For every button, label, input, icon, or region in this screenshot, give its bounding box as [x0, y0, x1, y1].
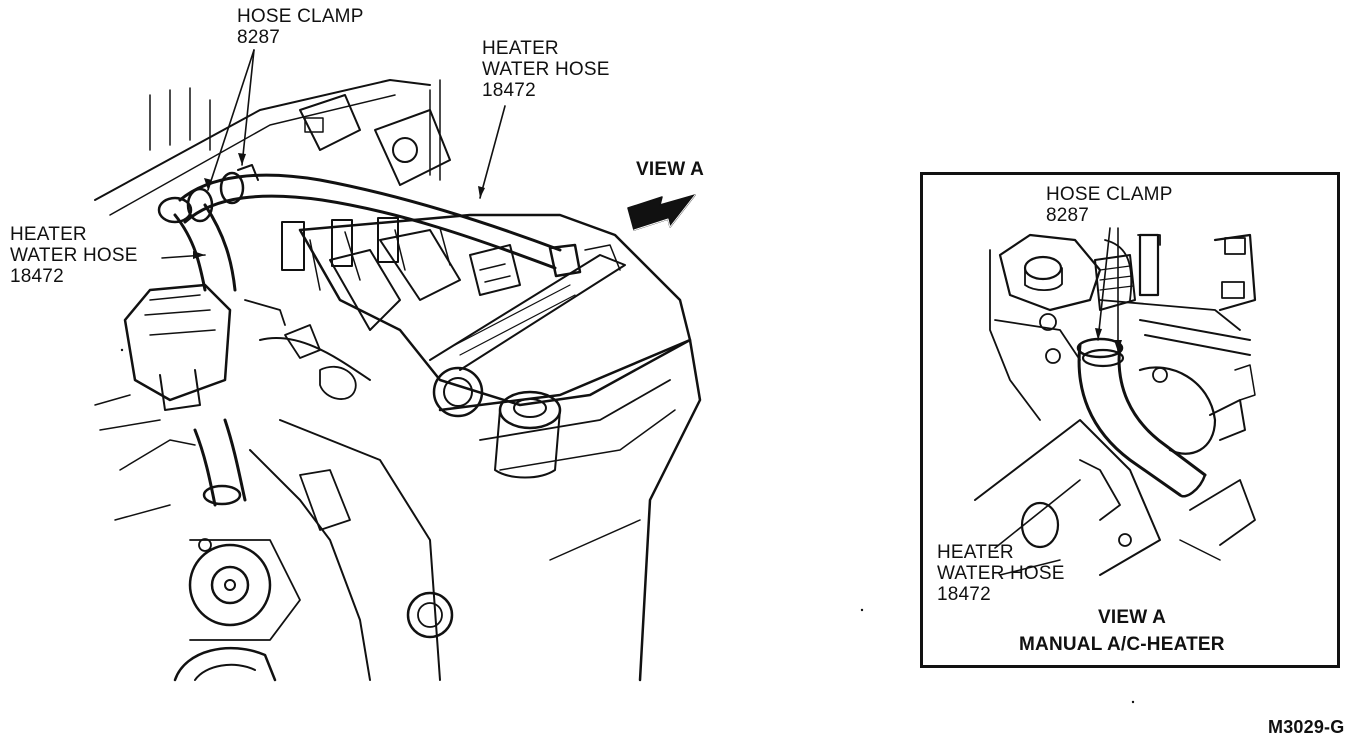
- leader-arrowheads-main: [193, 153, 485, 259]
- leader-lines-inset: [994, 227, 1119, 549]
- heater-hose-inset-line3: 18472: [937, 584, 991, 605]
- inset-caption-view-a: VIEW A: [1098, 607, 1167, 628]
- figure-code: M3029-G: [1268, 717, 1345, 737]
- view-a-inset-frame: [920, 172, 1340, 668]
- hose-clamp-label-main: HOSE CLAMP 8287: [237, 6, 364, 48]
- heater-water-hose-label-left: HEATER WATER HOSE 18472: [10, 224, 138, 287]
- heater-water-hose-label-top: HEATER WATER HOSE 18472: [482, 38, 610, 101]
- engine-main-view: [94, 79, 702, 682]
- heater-hose-left-line1: HEATER: [10, 224, 87, 245]
- heater-hose-left-line3: 18472: [10, 266, 64, 287]
- heater-hose-inset-line2: WATER HOSE: [937, 563, 1065, 584]
- heater-water-hose-label-inset: HEATER WATER HOSE 18472: [937, 542, 1065, 605]
- hose-clamp-label-inset-line2: 8287: [1046, 205, 1090, 226]
- view-a-arrow-label: VIEW A: [636, 159, 705, 180]
- hose-clamp-label-inset: HOSE CLAMP 8287: [1046, 184, 1173, 226]
- hose-clamp-label-main-line1: HOSE CLAMP: [237, 6, 364, 27]
- heater-hose-left-line2: WATER HOSE: [10, 245, 138, 266]
- heater-hose-inset-line1: HEATER: [937, 542, 1014, 563]
- hose-clamp-label-main-line2: 8287: [237, 27, 281, 48]
- inset-caption-manual-ac-heater: MANUAL A/C-HEATER: [1019, 634, 1225, 655]
- leader-lines-main: [161, 49, 506, 259]
- heater-hose-top-line3: 18472: [482, 80, 536, 101]
- hose-clamp-label-inset-line1: HOSE CLAMP: [1046, 184, 1173, 205]
- inset-view-illustration: [974, 233, 1257, 576]
- view-a-arrow-icon: [627, 194, 696, 231]
- heater-hose-top-line1: HEATER: [482, 38, 559, 59]
- heater-hose-top-line2: WATER HOSE: [482, 59, 610, 80]
- leader-arrowheads-inset: [1095, 328, 1122, 352]
